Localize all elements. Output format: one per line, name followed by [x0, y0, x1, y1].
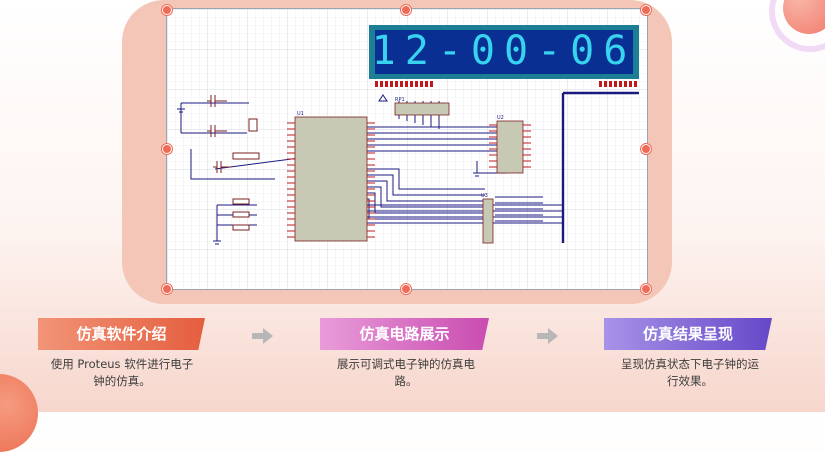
selection-handle-bottom-left[interactable] — [162, 284, 172, 294]
display-pins — [375, 81, 637, 87]
selection-handle-top[interactable] — [401, 5, 411, 15]
svg-text:RP1: RP1 — [395, 97, 405, 103]
step-2-desc-line-1: 展示可调式电子钟的仿真电 — [337, 357, 475, 371]
pin-stubs — [489, 124, 531, 168]
push-buttons — [232, 198, 250, 231]
selection-handle-top-right[interactable] — [641, 5, 651, 15]
display-digits: 12-00-06 — [372, 28, 637, 74]
step-3-description: 呈现仿真状态下电子钟的运 行效果。 — [610, 356, 770, 390]
step-1-description: 使用 Proteus 软件进行电子 钟的仿真。 — [42, 356, 202, 390]
svg-text:U3: U3 — [481, 193, 488, 199]
selection-handle-top-left[interactable] — [162, 5, 172, 15]
ground-symbols — [177, 94, 481, 245]
circuit-image[interactable]: 12-00-06 U1 RP1 — [166, 8, 648, 290]
step-2-desc-line-2: 路。 — [394, 374, 418, 388]
selection-handle-left[interactable] — [162, 144, 172, 154]
steps-row: 仿真软件介绍 使用 Proteus 软件进行电子 钟的仿真。 仿真电路展示 展示… — [0, 316, 825, 412]
step-3-desc-line-2: 行效果。 — [667, 374, 713, 388]
selection-handle-right[interactable] — [641, 144, 651, 154]
step-1-desc-line-2: 钟的仿真。 — [93, 374, 151, 388]
step-1-desc-line-1: 使用 Proteus 软件进行电子 — [50, 357, 194, 371]
selection-handle-bottom-right[interactable] — [641, 284, 651, 294]
selection-handle-bottom[interactable] — [401, 284, 411, 294]
microcontroller-pins — [287, 122, 375, 238]
driver-chip-u3: U3 — [481, 193, 494, 244]
svg-text:U1: U1 — [297, 111, 304, 117]
oscillator-parts — [207, 95, 260, 173]
step-1-title: 仿真软件介绍 — [38, 318, 205, 350]
step-2-description: 展示可调式电子钟的仿真电 路。 — [326, 356, 486, 390]
step-2-title: 仿真电路展示 — [320, 318, 489, 350]
resistor-pack: RP1 — [394, 97, 450, 116]
decor-ring — [769, 0, 825, 52]
seven-segment-display: 12-00-06 — [369, 25, 639, 79]
step-3-desc-line-1: 呈现仿真状态下电子钟的运 — [621, 357, 759, 371]
step-3-title: 仿真结果呈现 — [604, 318, 772, 350]
circuit-schematic: 12-00-06 U1 RP1 — [167, 9, 647, 289]
microcontroller-chip: U1 — [294, 111, 368, 242]
svg-text:U2: U2 — [497, 115, 504, 121]
driver-chip-u2: U2 — [496, 115, 524, 174]
